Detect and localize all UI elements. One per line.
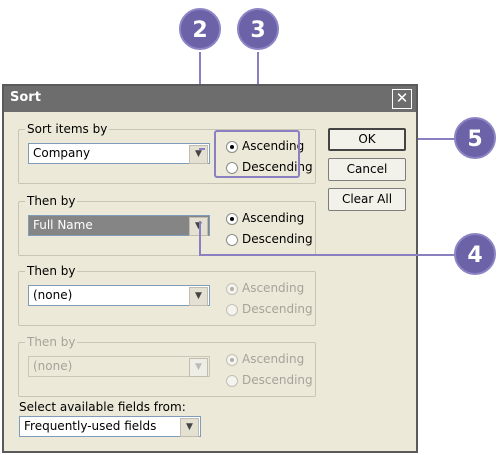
then-by-group-2: Then by (none) ▼ Ascending Descending bbox=[18, 264, 316, 326]
sort-field-1-combo[interactable]: Company ▼ bbox=[28, 143, 210, 164]
then-by-3-label: Then by bbox=[25, 335, 78, 349]
sort-3-ascending-radio bbox=[226, 283, 238, 295]
sort-dialog: Sort ✕ Sort items by Company ▼ Ascending… bbox=[2, 84, 418, 453]
sort-2-ascending-radio[interactable] bbox=[226, 213, 238, 225]
then-by-group-1: Then by Full Name ▼ Ascending Descending bbox=[18, 194, 316, 256]
callout-4-line-horizontal bbox=[199, 254, 455, 256]
dialog-title: Sort bbox=[10, 90, 41, 105]
callout-5-line-horizontal bbox=[405, 138, 455, 140]
sort-field-3-combo[interactable]: (none) ▼ bbox=[28, 285, 210, 306]
sort-1-ascending-label: Ascending bbox=[242, 139, 305, 153]
ok-button[interactable]: OK bbox=[328, 128, 406, 151]
callout-2-line-end bbox=[199, 148, 205, 150]
callout-3-highlight bbox=[214, 130, 300, 178]
close-button[interactable]: ✕ bbox=[392, 89, 412, 109]
close-icon: ✕ bbox=[395, 89, 409, 107]
sort-3-ascending-label: Ascending bbox=[242, 281, 305, 295]
fields-from-value: Frequently-used fields bbox=[24, 419, 157, 433]
sort-field-3-value: (none) bbox=[33, 288, 73, 302]
chevron-down-icon[interactable]: ▼ bbox=[180, 418, 199, 437]
title-bar: Sort ✕ bbox=[4, 86, 416, 112]
fields-from-combo[interactable]: Frequently-used fields ▼ bbox=[19, 416, 201, 437]
sort-4-ascending-radio bbox=[226, 354, 238, 366]
sort-3-descending-radio bbox=[226, 304, 238, 316]
sort-4-ascending-label: Ascending bbox=[242, 352, 305, 366]
clear-all-button[interactable]: Clear All bbox=[328, 188, 406, 211]
cancel-button[interactable]: Cancel bbox=[328, 158, 406, 181]
sort-field-4-combo: (none) ▼ bbox=[28, 356, 210, 377]
fields-from-label: Select available fields from: bbox=[19, 400, 186, 414]
chevron-down-icon[interactable]: ▼ bbox=[189, 287, 208, 306]
sort-1-descending-label: Descending bbox=[242, 160, 313, 174]
chevron-down-icon: ▼ bbox=[189, 358, 208, 377]
callout-5: 5 bbox=[454, 117, 496, 159]
then-by-1-label: Then by bbox=[25, 194, 78, 208]
sort-2-descending-label: Descending bbox=[242, 232, 313, 246]
sort-1-descending-radio[interactable] bbox=[226, 162, 238, 174]
sort-2-descending-radio[interactable] bbox=[226, 234, 238, 246]
then-by-2-label: Then by bbox=[25, 264, 78, 278]
sort-4-descending-label: Descending bbox=[242, 373, 313, 387]
sort-items-by-label: Sort items by bbox=[25, 122, 110, 136]
sort-field-2-value: Full Name bbox=[33, 218, 93, 232]
chevron-down-icon[interactable]: ▼ bbox=[189, 217, 208, 236]
sort-field-1-value: Company bbox=[33, 146, 91, 160]
callout-4-line-vertical bbox=[199, 221, 201, 256]
sort-1-ascending-radio[interactable] bbox=[226, 141, 238, 153]
sort-field-4-value: (none) bbox=[33, 359, 73, 373]
callout-4: 4 bbox=[454, 233, 496, 275]
sort-2-ascending-label: Ascending bbox=[242, 211, 305, 225]
sort-4-descending-radio bbox=[226, 375, 238, 387]
then-by-group-3: Then by (none) ▼ Ascending Descending bbox=[18, 335, 316, 397]
callout-3: 3 bbox=[237, 8, 279, 50]
sort-field-2-combo[interactable]: Full Name ▼ bbox=[28, 215, 210, 236]
sort-3-descending-label: Descending bbox=[242, 302, 313, 316]
callout-2: 2 bbox=[179, 8, 221, 50]
